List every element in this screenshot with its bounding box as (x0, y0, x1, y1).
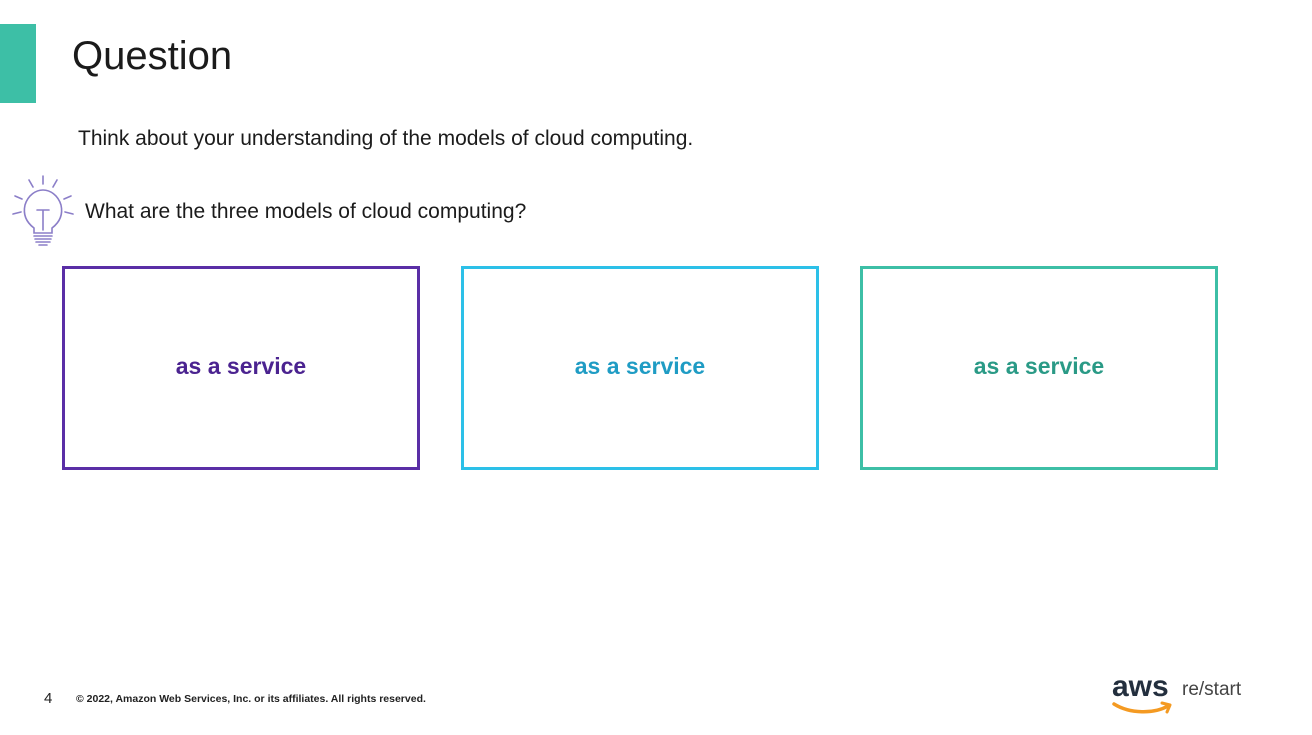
lightbulb-icon (12, 175, 74, 246)
logo-smile-icon (1112, 702, 1170, 714)
model-card-1-label: as a service (175, 352, 307, 379)
copyright-text: © 2022, Amazon Web Services, Inc. or its… (76, 693, 426, 705)
model-card-2-label: as a service (574, 352, 706, 379)
page-number: 4 (44, 690, 53, 707)
question-text: What are the three models of cloud compu… (85, 200, 527, 223)
title-accent-bar (0, 24, 36, 103)
logo-wordmark: aws (1112, 670, 1169, 703)
intro-text: Think about your understanding of the mo… (78, 127, 694, 150)
model-card-3: as a service (860, 266, 1218, 470)
logo-suffix: re/start (1182, 679, 1242, 700)
model-card-1: as a service (62, 266, 420, 470)
aws-restart-logo: aws re/start (1112, 670, 1242, 714)
slide-title: Question (72, 34, 233, 78)
model-card-2: as a service (461, 266, 819, 470)
model-card-3-label: as a service (973, 352, 1105, 379)
